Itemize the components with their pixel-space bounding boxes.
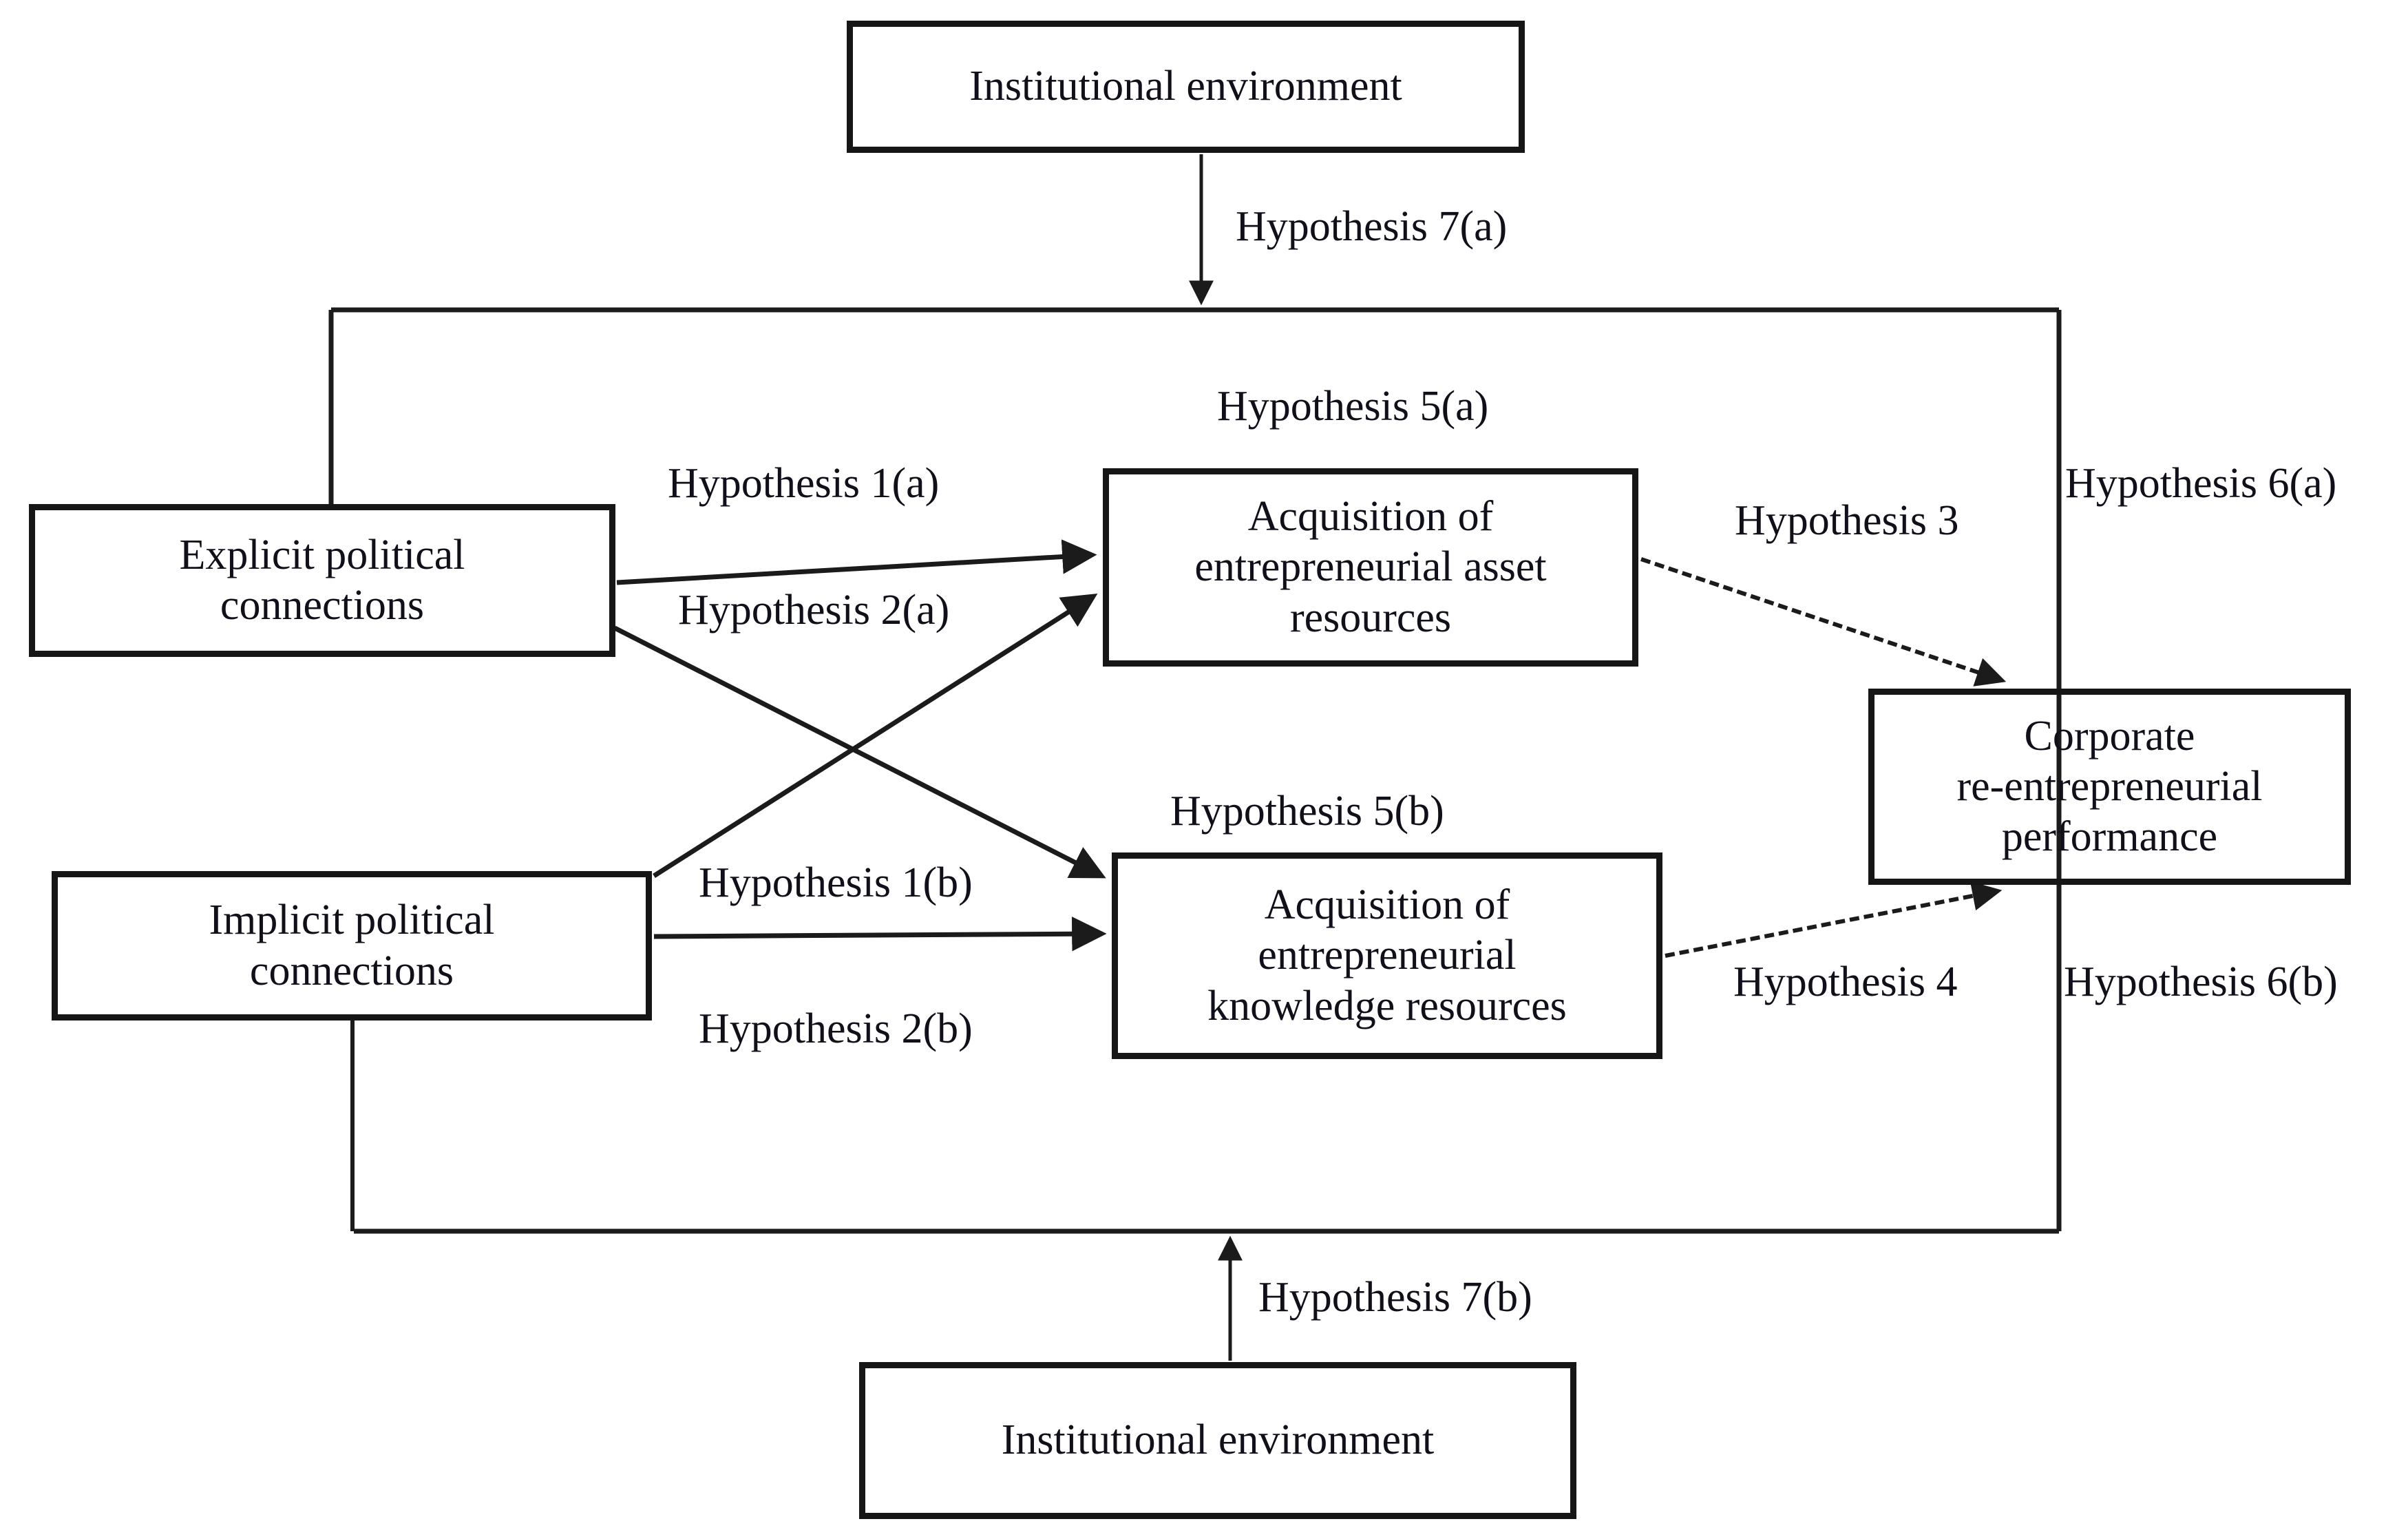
node-acquisition-entrepreneurial-asset-resources: Acquisition of entrepreneurial asset res… (1103, 468, 1638, 667)
node-explicit-political-connections: Explicit political connections (29, 504, 615, 657)
arrow-asset-to-corporate (1640, 557, 2007, 687)
label-hypothesis-5b: Hypothesis 5(b) (1170, 788, 1444, 835)
node-corporate-re-entrepreneurial-performance: Corporate re-entrepreneurial performance (1868, 689, 2351, 885)
label-hypothesis-1a: Hypothesis 1(a) (668, 460, 940, 507)
label-hypothesis-7b: Hypothesis 7(b) (1258, 1274, 1532, 1321)
arrow-implicit-to-knowledge (653, 917, 1107, 952)
node-institutional-environment-top: Institutional environment (847, 21, 1525, 153)
node-implicit-political-connections: Implicit political connections (52, 871, 652, 1021)
node-institutional-environment-bottom: Institutional environment (859, 1362, 1576, 1519)
label-hypothesis-1b: Hypothesis 1(b) (699, 859, 973, 906)
arrow-implicit-to-asset (653, 593, 1098, 878)
arrow-explicit-to-asset (616, 539, 1097, 585)
label-hypothesis-2a: Hypothesis 2(a) (678, 587, 950, 634)
label-hypothesis-6b: Hypothesis 6(b) (2064, 959, 2338, 1005)
label-hypothesis-5a: Hypothesis 5(a) (1217, 383, 1489, 430)
node-acquisition-entrepreneurial-knowledge-resources: Acquisition of entrepreneurial knowledge… (1112, 852, 1662, 1059)
label-hypothesis-3: Hypothesis 3 (1735, 497, 1959, 544)
label-hypothesis-6a: Hypothesis 6(a) (2065, 460, 2337, 507)
label-hypothesis-4: Hypothesis 4 (1733, 959, 1958, 1005)
arrow-explicit-to-knowledge (613, 625, 1106, 879)
arrow-knowledge-to-corporate (1665, 881, 2003, 958)
label-hypothesis-2b: Hypothesis 2(b) (699, 1005, 973, 1052)
label-hypothesis-7a: Hypothesis 7(a) (1236, 203, 1508, 250)
